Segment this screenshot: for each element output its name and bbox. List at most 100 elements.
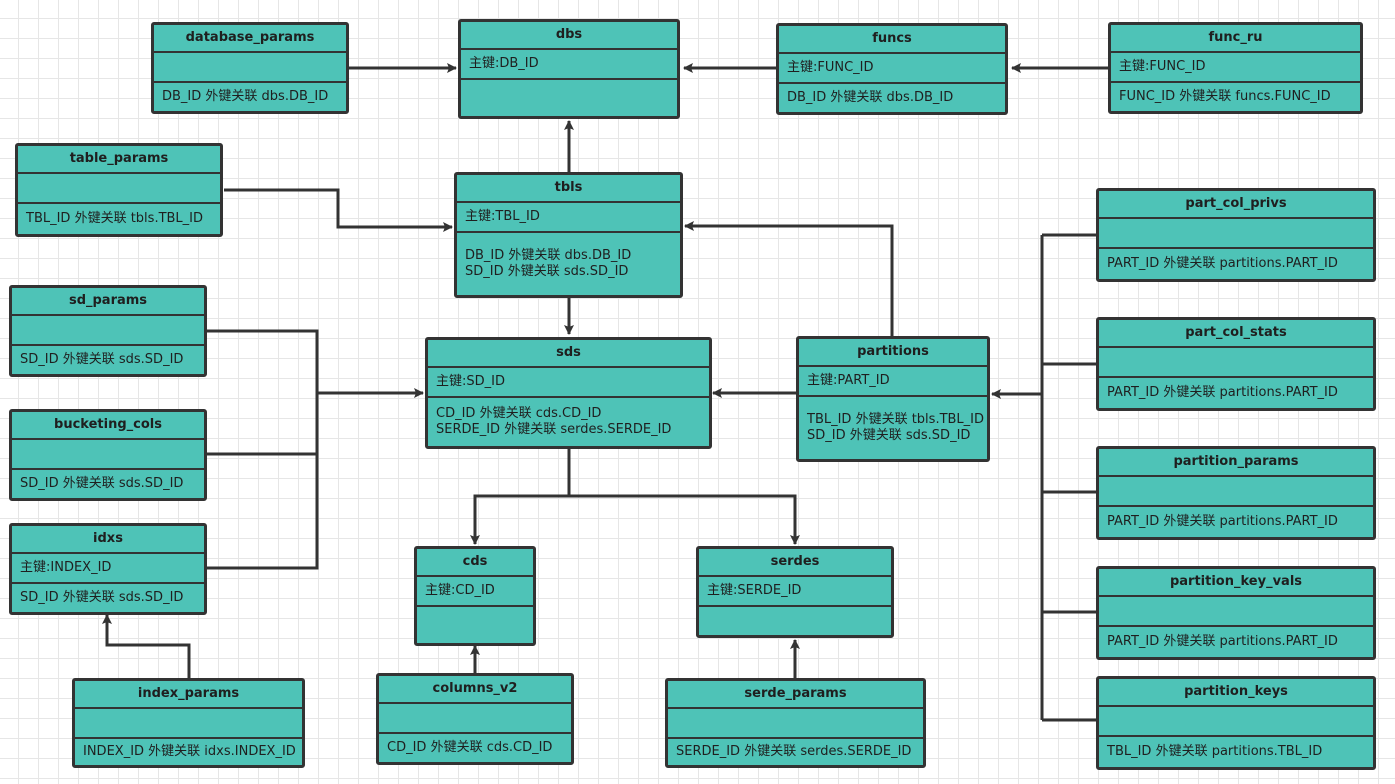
- fk-line: SD_ID 外键关联 sds.SD_ID: [807, 428, 971, 443]
- table-partition_keys[interactable]: partition_keys TBL_ID 外键关联 partitions.TB…: [1096, 676, 1376, 770]
- link-idxs-sds: [207, 393, 319, 570]
- fk-line: PART_ID 外键关联 partitions.PART_ID: [1107, 634, 1338, 649]
- table-header: dbs: [461, 22, 677, 50]
- table-foreign-keys: DB_ID 外键关联 dbs.DB_ID: [779, 84, 1005, 112]
- table-bucketing_cols[interactable]: bucketing_cols SD_ID 外键关联 sds.SD_ID: [9, 409, 207, 501]
- table-table_params[interactable]: table_params TBL_ID 外键关联 tbls.TBL_ID: [15, 143, 223, 237]
- table-foreign-keys: PART_ID 外键关联 partitions.PART_ID: [1099, 378, 1373, 408]
- table-header: serdes: [699, 549, 891, 577]
- table-header: partition_keys: [1099, 679, 1373, 707]
- table-foreign-keys: CD_ID 外键关联 cds.CD_ID SERDE_ID 外键关联 serde…: [428, 398, 709, 446]
- table-sd_params[interactable]: sd_params SD_ID 外键关联 sds.SD_ID: [9, 285, 207, 377]
- table-primary-key: [379, 704, 571, 734]
- fk-line: SD_ID 外键关联 sds.SD_ID: [20, 352, 184, 367]
- table-idxs[interactable]: idxs 主键:INDEX_ID SD_ID 外键关联 sds.SD_ID: [9, 523, 207, 615]
- table-partitions[interactable]: partitions 主键:PART_ID TBL_ID 外键关联 tbls.T…: [796, 336, 990, 462]
- link-table_params-tbls: [224, 188, 453, 232]
- table-foreign-keys: PART_ID 外键关联 partitions.PART_ID: [1099, 249, 1373, 279]
- table-serde_params[interactable]: serde_params SERDE_ID 外键关联 serdes.SERDE_…: [665, 678, 926, 768]
- table-header: partitions: [799, 339, 987, 367]
- fk-line: SERDE_ID 外键关联 serdes.SERDE_ID: [676, 744, 912, 759]
- table-func_ru[interactable]: func_ru 主键:FUNC_ID FUNC_ID 外键关联 funcs.FU…: [1108, 22, 1363, 114]
- link-sds-cds: [470, 494, 569, 545]
- table-primary-key: 主键:SD_ID: [428, 368, 709, 398]
- fk-line: FUNC_ID 外键关联 funcs.FUNC_ID: [1119, 89, 1331, 104]
- table-header: serde_params: [668, 681, 923, 709]
- table-header: table_params: [18, 146, 220, 174]
- table-primary-key: [668, 709, 923, 739]
- table-primary-key: [18, 174, 220, 204]
- fk-line: PART_ID 外键关联 partitions.PART_ID: [1107, 385, 1338, 400]
- fk-line: PART_ID 外键关联 partitions.PART_ID: [1107, 256, 1338, 271]
- table-foreign-keys: DB_ID 外键关联 dbs.DB_ID: [154, 83, 346, 111]
- table-foreign-keys: SERDE_ID 外键关联 serdes.SERDE_ID: [668, 739, 923, 765]
- table-primary-key: 主键:TBL_ID: [457, 203, 680, 233]
- fk-line: TBL_ID 外键关联 partitions.TBL_ID: [1107, 744, 1323, 759]
- fk-line: INDEX_ID 外键关联 idxs.INDEX_ID: [83, 744, 296, 759]
- fk-line: CD_ID 外键关联 cds.CD_ID: [436, 406, 602, 421]
- fk-line: SD_ID 外键关联 sds.SD_ID: [465, 264, 629, 279]
- table-header: part_col_stats: [1099, 320, 1373, 348]
- table-primary-key: 主键:FUNC_ID: [1111, 53, 1360, 83]
- table-foreign-keys: [417, 607, 533, 643]
- fk-line: SD_ID 外键关联 sds.SD_ID: [20, 476, 184, 491]
- table-database_params[interactable]: database_params DB_ID 外键关联 dbs.DB_ID: [151, 22, 349, 114]
- table-primary-key: 主键:CD_ID: [417, 577, 533, 607]
- table-foreign-keys: INDEX_ID 外键关联 idxs.INDEX_ID: [75, 739, 302, 765]
- table-foreign-keys: [461, 80, 677, 116]
- table-primary-key: [1099, 477, 1373, 507]
- fk-line: SD_ID 外键关联 sds.SD_ID: [20, 590, 184, 605]
- table-header: database_params: [154, 25, 346, 53]
- table-dbs[interactable]: dbs 主键:DB_ID: [458, 19, 680, 119]
- table-header: funcs: [779, 26, 1005, 54]
- table-primary-key: 主键:INDEX_ID: [12, 554, 204, 584]
- fk-line: DB_ID 外键关联 dbs.DB_ID: [465, 248, 632, 263]
- table-header: tbls: [457, 175, 680, 203]
- table-primary-key: [75, 709, 302, 739]
- table-header: func_ru: [1111, 25, 1360, 53]
- link-index_params-idxs: [102, 614, 191, 678]
- table-header: partition_params: [1099, 449, 1373, 477]
- table-primary-key: [1099, 597, 1373, 627]
- link-sd_params-sds: [207, 329, 319, 393]
- table-header: sd_params: [12, 288, 204, 316]
- table-cds[interactable]: cds 主键:CD_ID: [414, 546, 536, 646]
- table-header: index_params: [75, 681, 302, 709]
- table-foreign-keys: TBL_ID 外键关联 partitions.TBL_ID: [1099, 737, 1373, 767]
- table-funcs[interactable]: funcs 主键:FUNC_ID DB_ID 外键关联 dbs.DB_ID: [776, 23, 1008, 115]
- table-primary-key: [1099, 348, 1373, 378]
- table-header: part_col_privs: [1099, 191, 1373, 219]
- table-partition_params[interactable]: partition_params PART_ID 外键关联 partitions…: [1096, 446, 1376, 540]
- table-foreign-keys: PART_ID 外键关联 partitions.PART_ID: [1099, 507, 1373, 537]
- fk-line: DB_ID 外键关联 dbs.DB_ID: [162, 89, 329, 104]
- table-primary-key: 主键:SERDE_ID: [699, 577, 891, 607]
- fk-line: SERDE_ID 外键关联 serdes.SERDE_ID: [436, 422, 672, 437]
- table-part_col_stats[interactable]: part_col_stats PART_ID 外键关联 partitions.P…: [1096, 317, 1376, 411]
- table-header: partition_key_vals: [1099, 569, 1373, 597]
- table-sds[interactable]: sds 主键:SD_ID CD_ID 外键关联 cds.CD_ID SERDE_…: [425, 337, 712, 449]
- fk-line: DB_ID 外键关联 dbs.DB_ID: [787, 90, 954, 105]
- table-foreign-keys: TBL_ID 外键关联 tbls.TBL_ID: [18, 204, 220, 234]
- table-foreign-keys: SD_ID 外键关联 sds.SD_ID: [12, 346, 204, 374]
- table-header: idxs: [12, 526, 204, 554]
- table-primary-key: 主键:PART_ID: [799, 367, 987, 397]
- table-partition_key_vals[interactable]: partition_key_vals PART_ID 外键关联 partitio…: [1096, 566, 1376, 660]
- table-foreign-keys: CD_ID 外键关联 cds.CD_ID: [379, 734, 571, 762]
- fk-line: PART_ID 外键关联 partitions.PART_ID: [1107, 514, 1338, 529]
- table-primary-key: [154, 53, 346, 83]
- table-foreign-keys: TBL_ID 外键关联 tbls.TBL_ID SD_ID 外键关联 sds.S…: [799, 397, 987, 459]
- table-index_params[interactable]: index_params INDEX_ID 外键关联 idxs.INDEX_ID: [72, 678, 305, 768]
- table-primary-key: [1099, 219, 1373, 249]
- table-part_col_privs[interactable]: part_col_privs PART_ID 外键关联 partitions.P…: [1096, 188, 1376, 282]
- table-columns_v2[interactable]: columns_v2 CD_ID 外键关联 cds.CD_ID: [376, 673, 574, 765]
- fk-line: TBL_ID 外键关联 tbls.TBL_ID: [26, 211, 204, 226]
- table-primary-key: [12, 440, 204, 470]
- table-foreign-keys: FUNC_ID 外键关联 funcs.FUNC_ID: [1111, 83, 1360, 111]
- table-foreign-keys: DB_ID 外键关联 dbs.DB_ID SD_ID 外键关联 sds.SD_I…: [457, 233, 680, 295]
- table-serdes[interactable]: serdes 主键:SERDE_ID: [696, 546, 894, 638]
- link-partitions-tbls: [684, 221, 894, 336]
- table-tbls[interactable]: tbls 主键:TBL_ID DB_ID 外键关联 dbs.DB_ID SD_I…: [454, 172, 683, 298]
- fk-line: CD_ID 外键关联 cds.CD_ID: [387, 740, 553, 755]
- table-header: bucketing_cols: [12, 412, 204, 440]
